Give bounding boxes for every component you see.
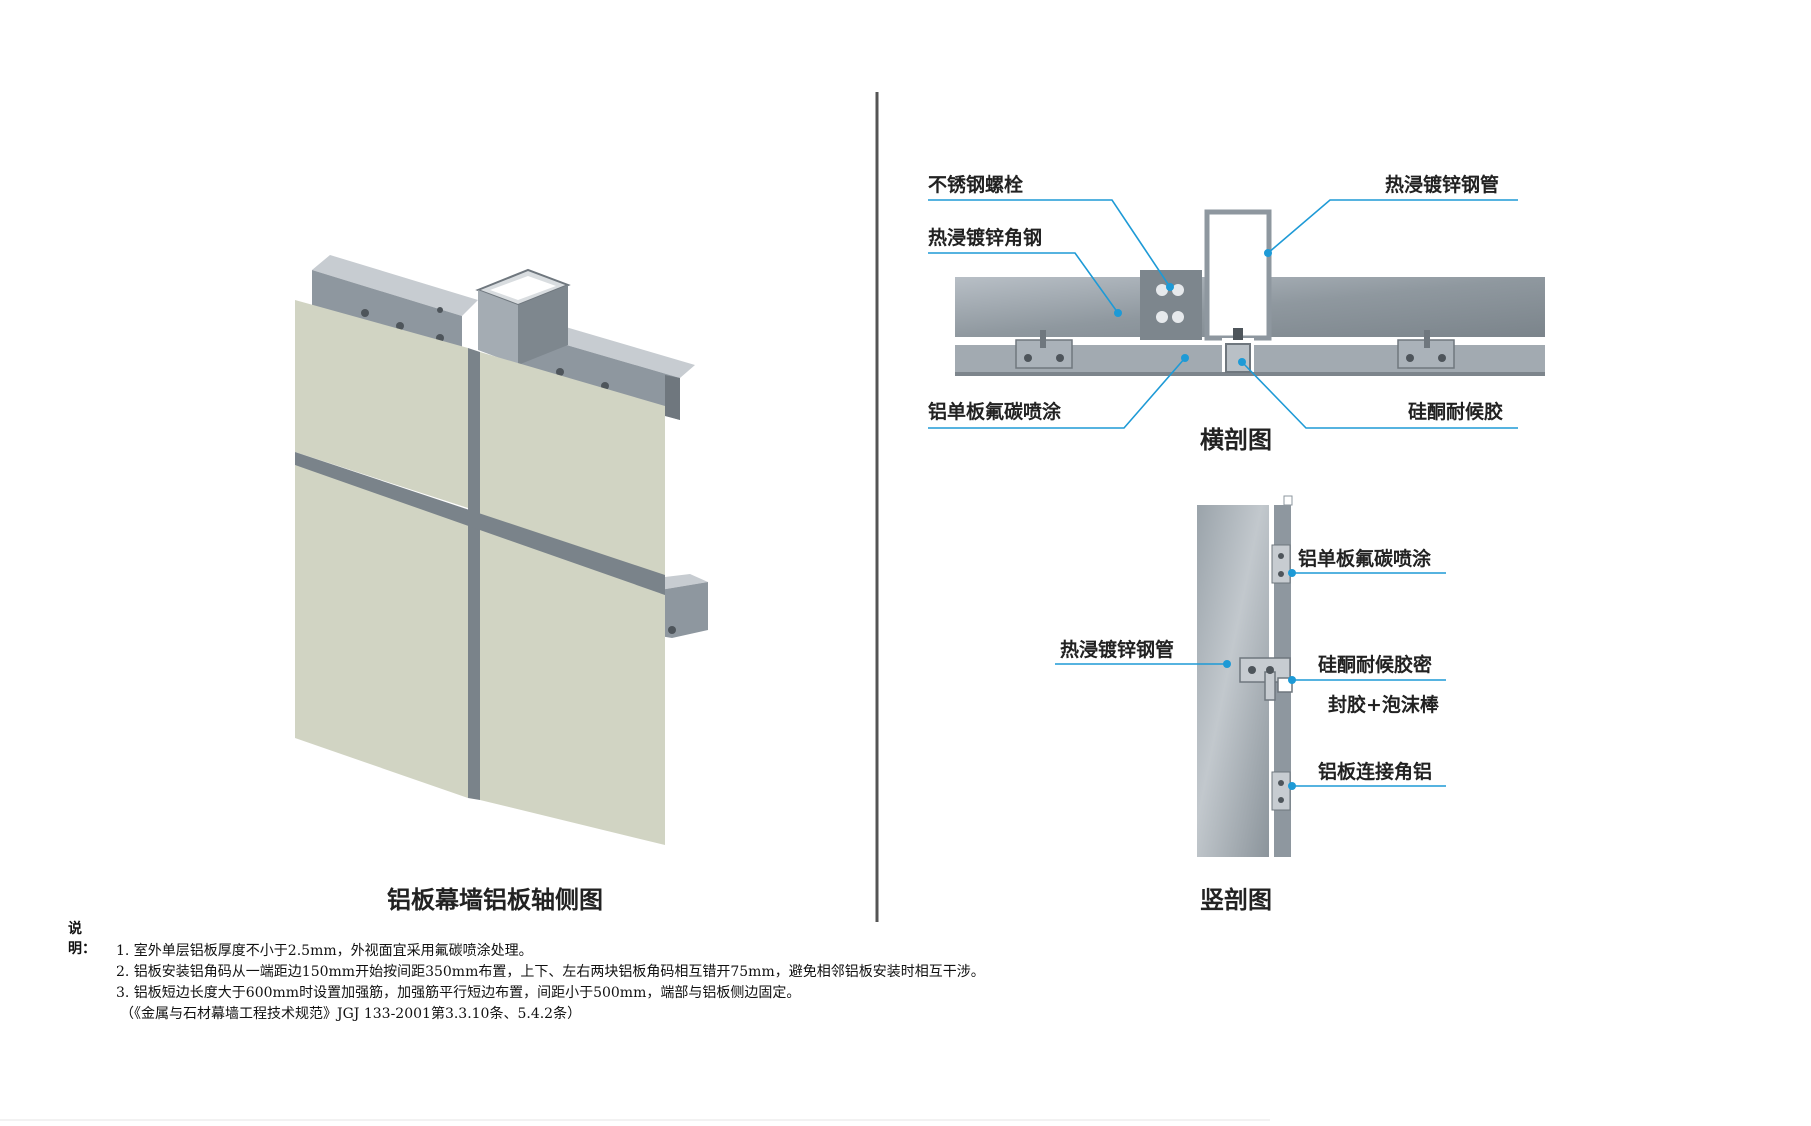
cross-label-angle: 热浸镀锌角钢 [928,227,1043,249]
cross-label-panel: 铝单板氟碳喷涂 [928,401,1062,423]
cross-section-title: 横剖图 [1200,426,1272,454]
iso-angle-lower-face [660,582,708,638]
cross-bolt-plate [1140,270,1202,340]
cross-small-angles [1015,330,1455,369]
vertical-section [1055,495,1446,857]
vertical-leaders [1055,572,1446,787]
vert-label-sealant-2: 封胶+泡沫棒 [1328,694,1439,716]
iso-angle-face-left [312,270,462,355]
notes-heading: 说明： [68,921,96,957]
notes-line-4: （《金属与石材幕墙工程技术规范》JGJ 133-2001第3.3.10条、5.4… [120,1006,582,1022]
notes-line-3: 3. 铝板短边长度大于600mm时设置加强筋，加强筋平行短边布置，间距小于500… [116,985,801,1001]
iso-tube-face-left [478,290,518,365]
iso-joint-horizontal [295,452,665,595]
iso-panel-bottom-right [480,528,665,845]
iso-tube-inner [490,276,556,300]
vert-label-panel: 铝单板氟碳喷涂 [1298,548,1432,570]
iso-joint-vertical [468,348,480,800]
vert-label-tube: 热浸镀锌钢管 [1060,639,1175,661]
iso-angle-drop-right [665,375,680,420]
cross-label-sealant: 硅酮耐候胶 [1408,401,1504,423]
notes-line-2: 2. 铝板安装铝角码从一端距边150mm开始按间距350mm布置，上下、左右两块… [116,964,985,980]
cross-section [928,199,1545,429]
vertical-section-title: 竖剖图 [1200,886,1272,914]
cross-sealant [1225,343,1251,373]
iso-angle-face-right [515,330,680,420]
iso-tube-face-right [518,285,568,365]
cross-label-bolt: 不锈钢螺栓 [928,174,1024,196]
vert-label-angle: 铝板连接角铝 [1318,761,1433,783]
iso-panel-top-left [295,300,468,508]
iso-title: 铝板幕墙铝板轴侧图 [387,886,603,914]
cross-leaders [928,199,1518,429]
cross-label-tube: 热浸镀锌钢管 [1385,174,1500,196]
isometric-view [295,255,708,845]
cross-steel-tube [1204,209,1272,341]
vert-label-sealant-1: 硅酮耐候胶密 [1318,654,1433,676]
iso-panel-bottom-left [295,465,468,798]
notes-line-1: 1. 室外单层铝板厚度不小于2.5mm，外视面宜采用氟碳喷涂处理。 [116,943,533,959]
iso-angle-top-left [312,255,478,316]
